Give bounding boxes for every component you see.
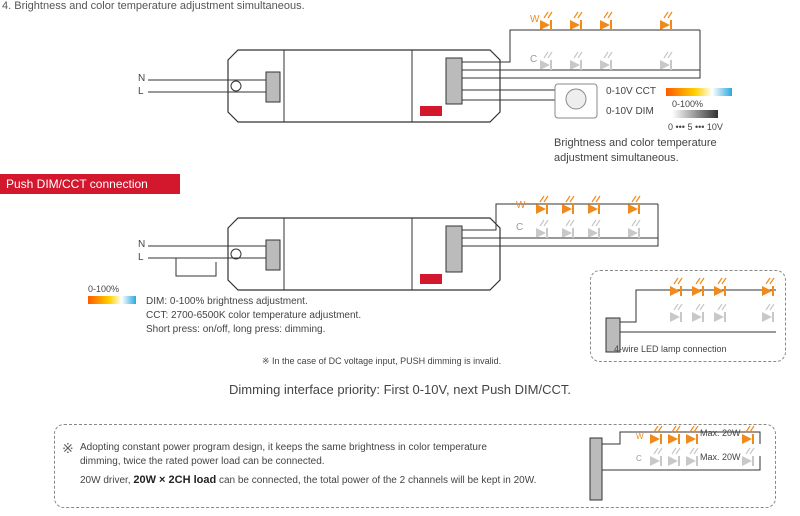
percent-label: 0-100% xyxy=(672,99,704,109)
note-warm-label: W xyxy=(636,432,644,441)
press-desc: Short press: on/off, long press: dimming… xyxy=(146,324,326,335)
driver-unit-1 xyxy=(227,49,501,123)
push-switch xyxy=(175,258,217,277)
dim-desc: DIM: 0-100% brightness adjustment. xyxy=(146,296,308,307)
voltage-scale: 0 ••• 5 ••• 10V xyxy=(668,122,723,132)
priority-text: Dimming interface priority: First 0-10V,… xyxy=(229,382,571,397)
line-label: L xyxy=(138,86,144,97)
four-wire-terminal xyxy=(605,317,621,353)
note-line-3-bold: 20W × 2CH load xyxy=(133,474,217,486)
note-line-3-pre: 20W driver, xyxy=(80,475,134,486)
warm-label: W xyxy=(530,14,540,25)
driver-unit-2 xyxy=(227,217,501,291)
line-label-2: L xyxy=(138,252,144,263)
led-row-warm-2 xyxy=(535,195,641,215)
push-cct-gradient-bar xyxy=(88,296,136,304)
led-row-cool-2 xyxy=(535,219,641,239)
note-terminal xyxy=(589,437,603,501)
cool-label: C xyxy=(530,54,538,65)
desc-line-2: adjustment simultaneous. xyxy=(554,152,679,164)
cct-desc: CCT: 2700-6500K color temperature adjust… xyxy=(146,310,362,321)
note-asterisk: ※ xyxy=(62,440,74,456)
max-label-2: Max. 20W xyxy=(700,452,741,462)
cct-gradient-bar xyxy=(666,88,732,96)
note-line-2: dimming, twice the rated power load can … xyxy=(80,456,325,467)
cct-label: 0-10V CCT xyxy=(606,86,657,97)
dc-note: ※ In the case of DC voltage input, PUSH … xyxy=(262,356,502,366)
cool-label-2: C xyxy=(516,222,524,233)
push-percent-label: 0-100% xyxy=(88,284,120,294)
section-tag: Push DIM/CCT connection xyxy=(0,174,180,194)
note-line-3-post: can be connected, the total power of the… xyxy=(216,475,537,486)
neutral-label-2: N xyxy=(138,239,146,250)
led-row-warm-1 xyxy=(539,11,673,31)
note-cool-label: C xyxy=(636,454,642,463)
note-box xyxy=(54,424,776,508)
section-title: 4. Brightness and color temperature adju… xyxy=(2,0,305,12)
four-wire-box xyxy=(590,270,786,362)
note-line-3: 20W driver, 20W × 2CH load can be connec… xyxy=(80,474,536,486)
neutral-label: N xyxy=(138,73,146,84)
four-wire-label: 4-wire LED lamp connection xyxy=(614,344,727,354)
max-label-1: Max. 20W xyxy=(700,428,741,438)
dim-label: 0-10V DIM xyxy=(606,106,654,117)
led-row-cool-1 xyxy=(539,51,673,71)
note-line-1: Adopting constant power program design, … xyxy=(80,442,487,453)
dim-gradient-bar xyxy=(672,110,718,118)
warm-label-2: W xyxy=(516,200,526,211)
desc-line-1: Brightness and color temperature xyxy=(554,137,717,149)
